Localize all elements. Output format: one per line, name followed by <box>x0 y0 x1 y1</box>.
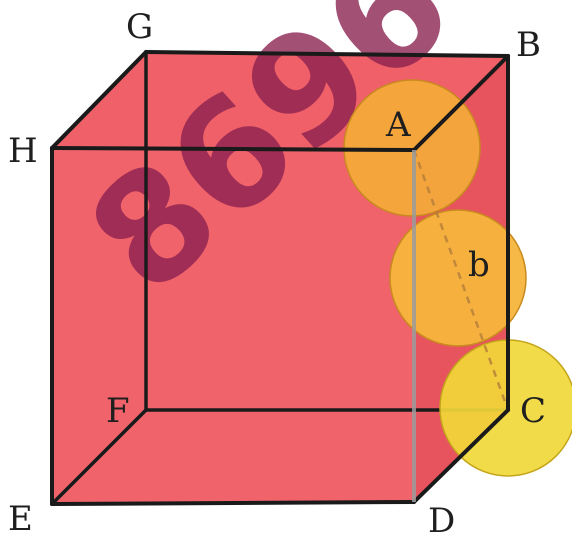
vertex-label-e: E <box>8 499 33 538</box>
vertex-label-g: G <box>126 7 153 47</box>
edge-g-b <box>144 50 510 58</box>
edge-h-a <box>50 146 416 152</box>
edge-c-d <box>412 408 510 504</box>
vertex-label-h: H <box>8 131 38 171</box>
edge-f-e <box>50 408 148 506</box>
visible-edges <box>50 50 510 506</box>
vertex-label-f: F <box>106 391 130 431</box>
edge-h-g <box>50 50 148 150</box>
vertex-labels: G B H F E D <box>8 7 541 538</box>
sphere-label-c: C <box>520 391 546 431</box>
sphere-label-a: A <box>385 105 411 145</box>
sphere-labels: A b C <box>385 105 546 431</box>
sphere-b <box>389 209 527 347</box>
edge-e-d <box>50 500 416 506</box>
vertex-label-b: B <box>516 25 541 65</box>
edge-a-b <box>412 54 510 152</box>
sphere-label-b: b <box>468 245 490 285</box>
vertex-label-d: D <box>428 501 455 538</box>
